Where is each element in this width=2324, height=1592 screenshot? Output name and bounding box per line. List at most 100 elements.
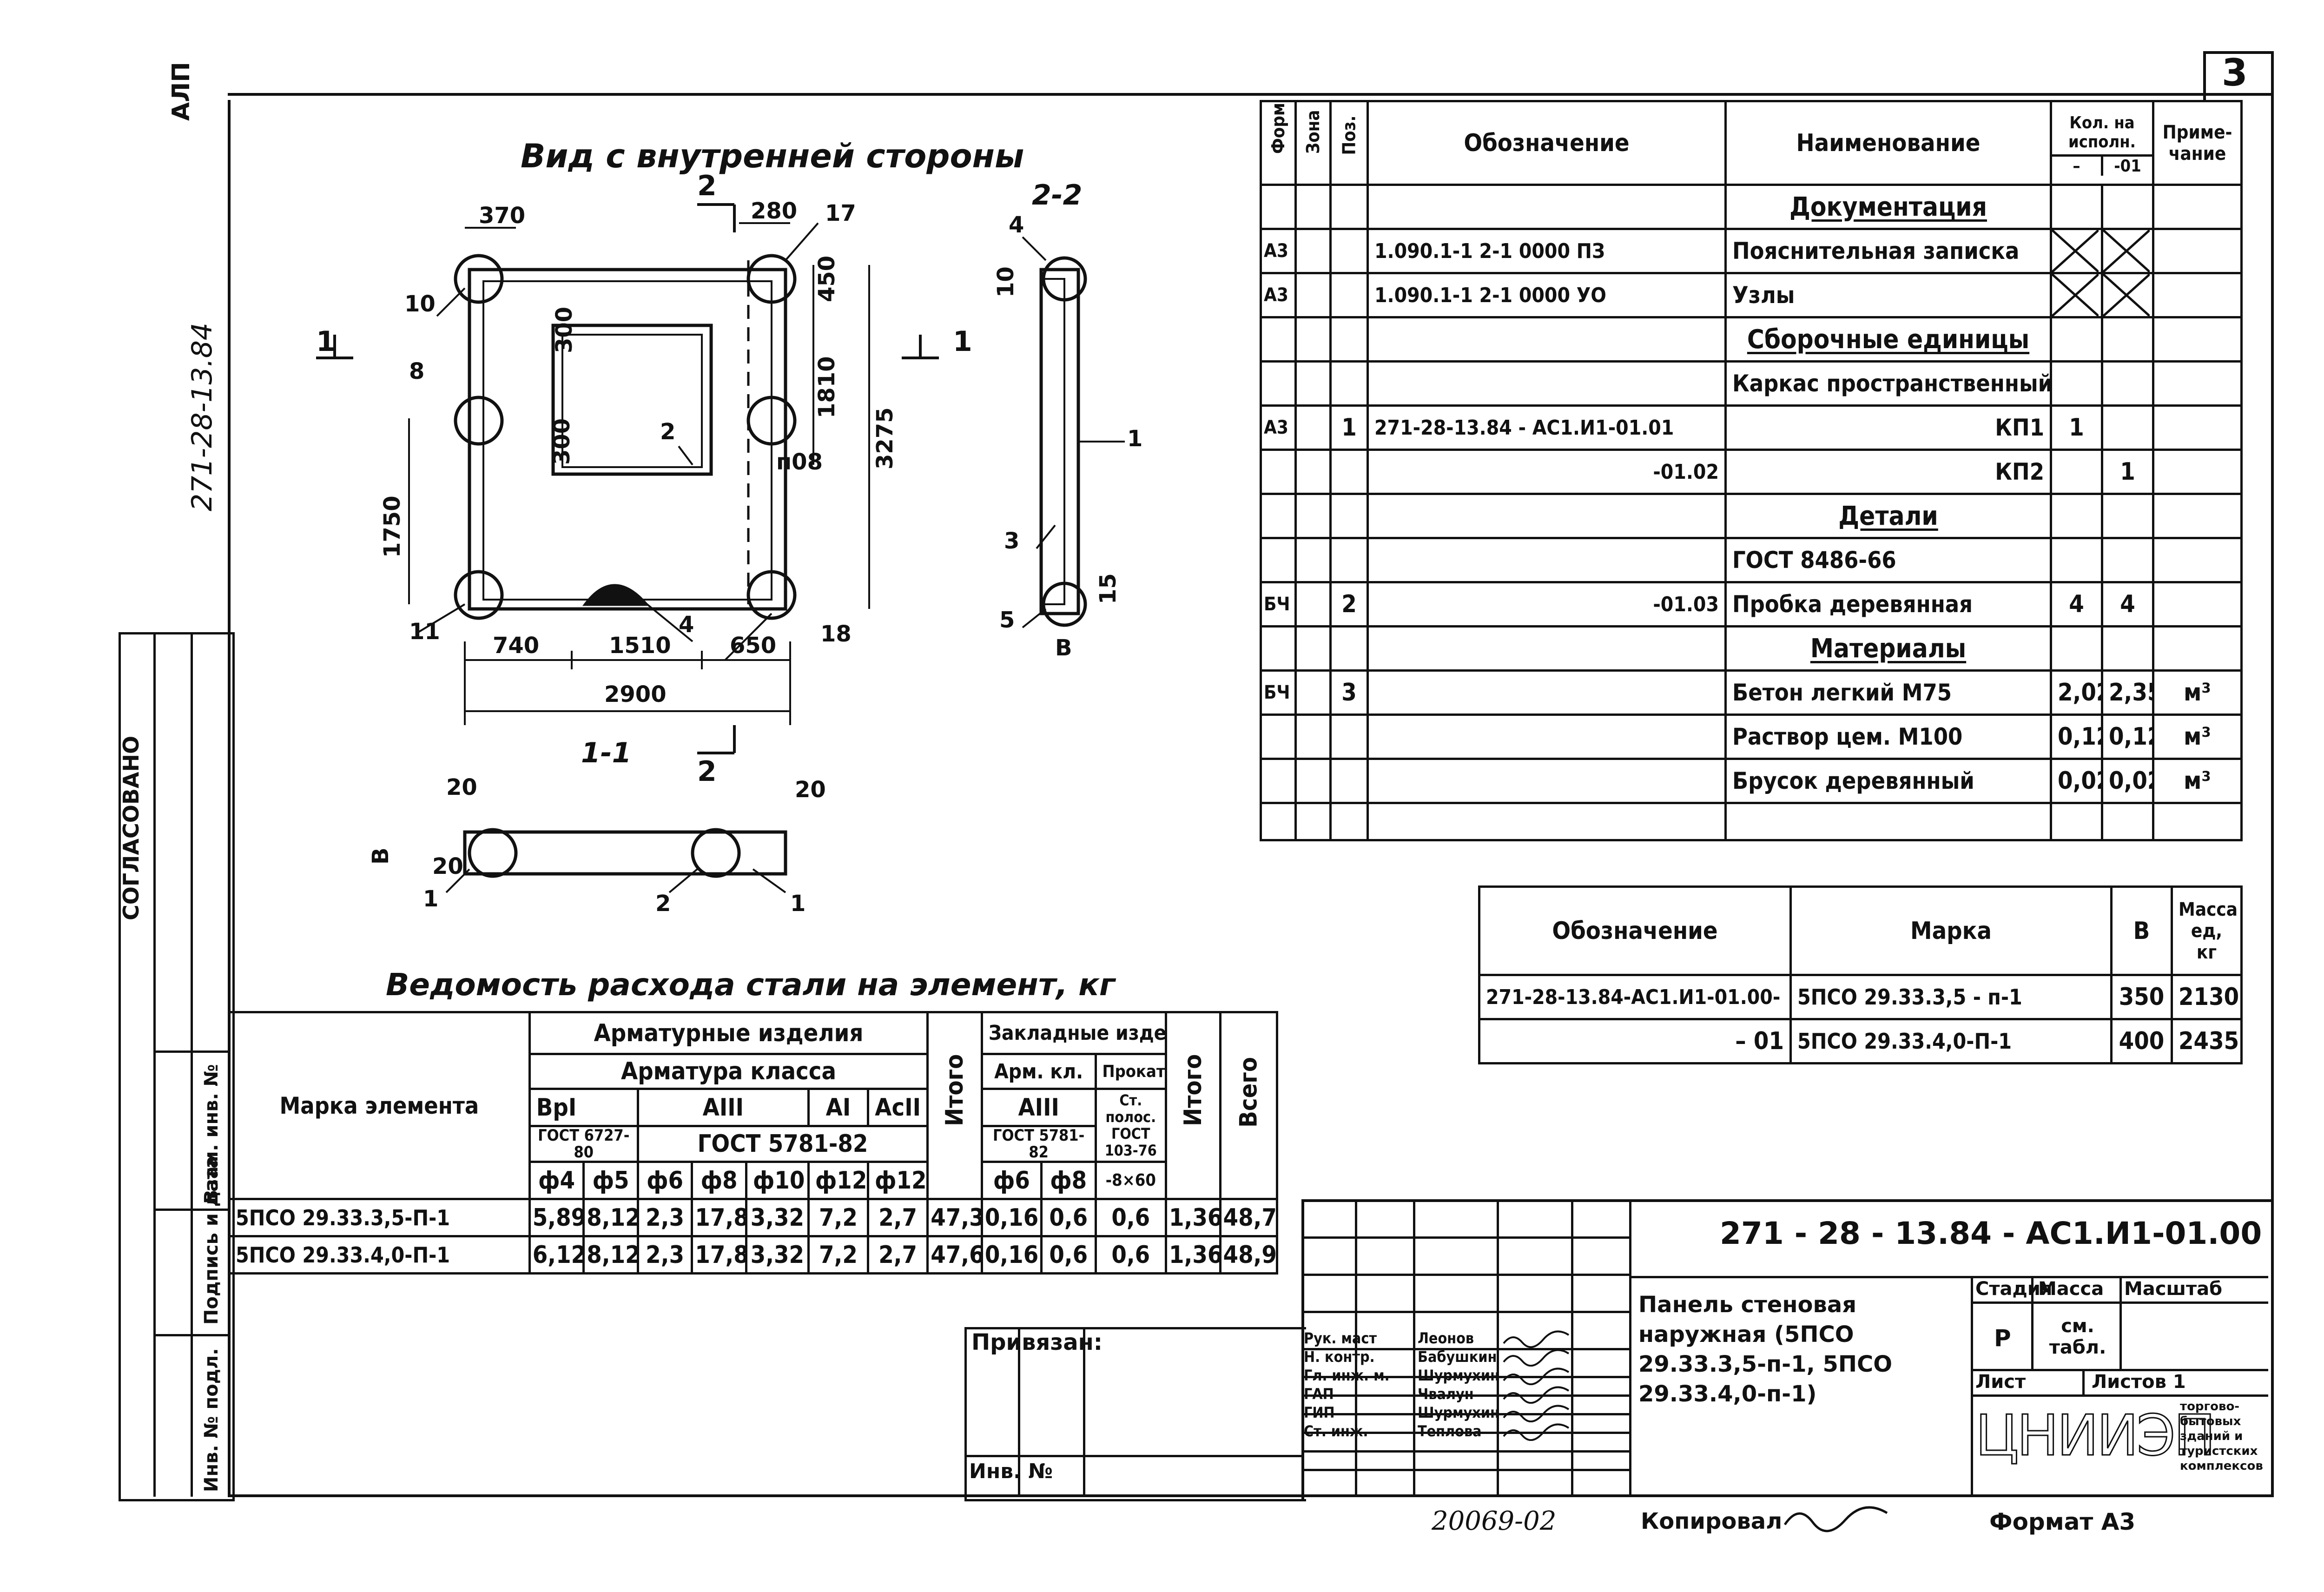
spec-cell-p [1329, 758, 1369, 804]
steel-value: 3,32 [745, 1235, 810, 1275]
spec-cell-p: 2 [1329, 581, 1369, 628]
dim-1510: 1510 [609, 633, 671, 659]
steel-diam: ф8 [691, 1161, 747, 1200]
spec-cell-q2 [2101, 184, 2154, 230]
panel-drawing: Вид с внутренней стороны 370 280 450 181… [316, 137, 1142, 917]
sheet-frame [228, 100, 2274, 1497]
spec-cell-q1 [2050, 493, 2103, 539]
tb-role: ГАП [1304, 1385, 1334, 1403]
steel-value: 48,9 [1219, 1235, 1279, 1275]
spec-cell-f [1260, 625, 1297, 672]
steel-value: 7,2 [807, 1198, 870, 1237]
spec-cell-d: -01.03 [1367, 581, 1727, 628]
steel-class-vr1: ВрI [528, 1088, 639, 1127]
spec-cell-note [2152, 184, 2243, 230]
tb-person-row: Гл. инж. м.Шурмухина [1304, 1367, 1573, 1385]
s11-callout-2: 2 [655, 891, 671, 917]
tb-inv: Инв. № [969, 1460, 1053, 1483]
tb-role: Рук. маст [1304, 1329, 1377, 1347]
spec-cell-f: А3 [1260, 404, 1297, 451]
dim-2900: 2900 [604, 681, 667, 707]
side-label-inv: Инв. № подл. [201, 1348, 222, 1492]
spec-cell-z [1294, 272, 1332, 318]
cut-mark-1-left: 1 [316, 325, 336, 358]
callout-node-8 [454, 396, 504, 446]
steel-diam: ф5 [582, 1161, 639, 1200]
dim-650: 650 [730, 633, 776, 659]
tb-stage: Р [1994, 1325, 2011, 1352]
spec-cell-note [2152, 625, 2243, 672]
tb-role: ГИП [1304, 1404, 1335, 1421]
spec-cell-q2 [2101, 316, 2154, 363]
spec-cell-z [1294, 537, 1332, 583]
spec-cell-f: А3 [1260, 272, 1297, 318]
marks-row: 271-28-13.84-АС1.И1-01.00- 5ПСО 29.33.3,… [1478, 974, 2243, 1020]
marks-cell: 2435 [2171, 1018, 2243, 1064]
signature [1503, 1367, 1570, 1385]
copier-signature [1783, 1506, 1888, 1533]
spec-cell-f [1260, 537, 1297, 583]
spec-cell-f: БЧ [1260, 581, 1297, 628]
spec-cell-d [1367, 669, 1727, 716]
steel-class-a3: АIII [636, 1088, 810, 1127]
steel-diam: ф10 [745, 1161, 810, 1200]
sheet-number-box [2203, 51, 2274, 100]
steel-gost-6727: ГОСТ 6727-80 [528, 1125, 639, 1163]
steel-gost-5781b: ГОСТ 5781-82 [980, 1125, 1097, 1163]
s11-callout-1b: 1 [790, 891, 805, 917]
spec-cell-d: 271-28-13.84 - АС1.И1-01.01 [1367, 404, 1727, 451]
spec-h-designation: Обозначение [1367, 100, 1727, 186]
steel-class-a3b: АIII [980, 1088, 1097, 1127]
dim-3275: 3275 [872, 407, 898, 469]
steel-value: 3,32 [745, 1198, 810, 1237]
spec-row: Каркас пространственный [1260, 360, 2243, 407]
spec-cell-q1 [2050, 228, 2103, 274]
side-stamp-line-2 [191, 632, 193, 1497]
tb-person-row: ГИПШурмухина [1304, 1404, 1573, 1422]
spec-cell-d: 1.090.1-1 2-1 0000 ПЗ [1367, 228, 1727, 274]
steel-value: 7,2 [807, 1235, 870, 1275]
spec-cell-f [1260, 184, 1297, 230]
spec-cell-q1: 0,02 [2050, 758, 2103, 804]
marks-cell: 400 [2110, 1018, 2173, 1064]
spec-cell-n: Бетон легкий М75 [1724, 669, 2052, 716]
cut-mark-2-bottom: 2 [697, 755, 717, 788]
spec-cell-z [1294, 316, 1332, 363]
steel-h-mark: Марка элемента [228, 1011, 531, 1200]
section-2-2-body [1039, 268, 1080, 615]
spec-cell-d [1367, 184, 1727, 230]
spec-cell-d: 1.090.1-1 2-1 0000 УО [1367, 272, 1727, 318]
s11-dim-20-right: 20 [795, 777, 826, 803]
spec-h-pos: Поз. [1329, 100, 1369, 186]
tb-stage-h: Стадия [1975, 1278, 2053, 1300]
steel-value: 2,7 [867, 1198, 929, 1237]
spec-h-zone: Зона [1294, 100, 1332, 186]
steel-value: 47,3 [926, 1198, 983, 1237]
spec-cell-note: м³ [2152, 758, 2243, 804]
callout-node-11 [454, 570, 504, 620]
spec-cell-z [1294, 713, 1332, 760]
spec-cell-p [1329, 316, 1369, 363]
tb-scale-h: Масштаб [2124, 1278, 2223, 1300]
tb-person-row: Н. контр.Бабушкина [1304, 1348, 1573, 1367]
spec-cell-f: БЧ [1260, 669, 1297, 716]
spec-cell-z [1294, 449, 1332, 495]
spec-cell-note: м³ [2152, 713, 2243, 760]
spec-cell-q2: 2,35 [2101, 669, 2154, 716]
spec-cell-n: Раствор цем. М100 [1724, 713, 2052, 760]
marks-cell: 350 [2110, 974, 2173, 1020]
side-label-repl: Взам. инв. № [201, 1064, 222, 1204]
callout-11: 11 [409, 619, 440, 645]
spec-cell-q1: 2,02 [2050, 669, 2103, 716]
spec-cell-note [2152, 316, 2243, 363]
spec-cell-note [2152, 272, 2243, 318]
steel-value: 0,6 [1040, 1198, 1097, 1237]
tb-grid [1301, 1199, 1631, 1497]
steel-value: 5,89 [528, 1198, 585, 1237]
steel-value: 17,8 [691, 1198, 747, 1237]
